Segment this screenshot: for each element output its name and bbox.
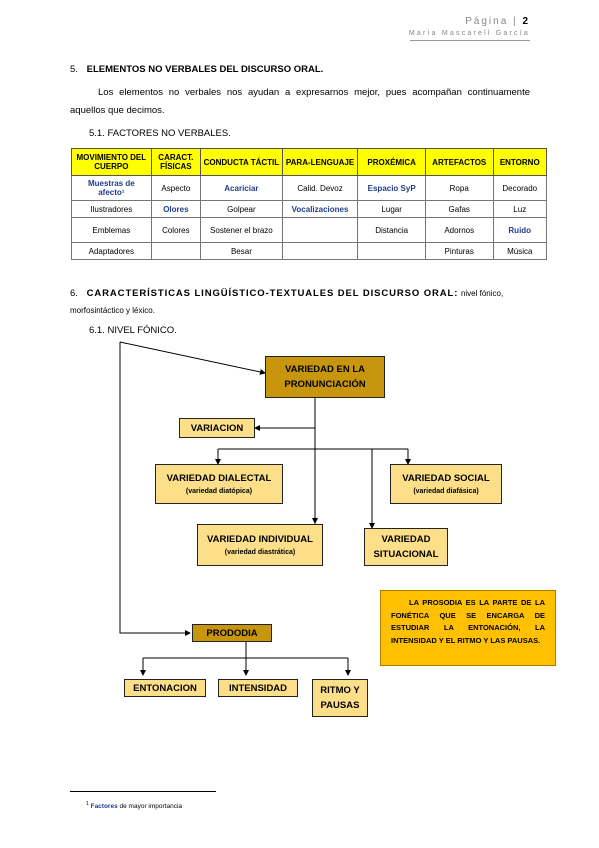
table-header: PARA-LENGUAJE <box>281 148 359 176</box>
table-cell: Música <box>492 242 547 260</box>
table-cell: Decorado <box>492 175 547 201</box>
footnote-text: de mayor importancia <box>119 803 183 811</box>
box-label: VARIEDAD INDIVIDUAL <box>207 533 313 545</box>
table-header: ARTEFACTOS <box>424 148 494 176</box>
table-header: MOVIMIENTO DEL CUERPO <box>71 148 152 176</box>
table-cell: Vocalizaciones <box>281 200 359 218</box>
page-header: Página | 2 <box>465 16 530 27</box>
subsection-5-1-title: FACTORES NO VERBALES. <box>107 128 231 139</box>
section-5-number: 5. <box>70 64 78 75</box>
subsection-6-1-title: NIVEL FÓNICO. <box>107 325 177 336</box>
section-6-number: 6. <box>70 288 78 299</box>
box-sublabel: (variedad diastrática) <box>224 548 296 556</box>
table-row: Adaptadores Besar Pinturas Música <box>71 242 547 260</box>
table-cell: Muestras de afecto¹ <box>71 175 152 201</box>
section-5-title: ELEMENTOS NO VERBALES DEL DISCURSO ORAL. <box>86 64 324 75</box>
nonverbal-factors-table: MOVIMIENTO DEL CUERPO CARACT. FÍSICAS CO… <box>71 148 547 260</box>
box-variedad-dialectal: VARIEDAD DIALECTAL (variedad diatópica) <box>155 464 283 504</box>
table-cell: Ruido <box>492 217 547 243</box>
box-variedad-situacional: VARIEDAD SITUACIONAL <box>364 528 448 566</box>
box-variedad-pronunciacion: VARIEDAD EN LA PRONUNCIACIÓN <box>265 356 385 398</box>
subsection-5-1-number: 5.1. <box>89 128 105 139</box>
table-row: Emblemas Colores Sostener el brazo Dista… <box>71 217 547 243</box>
box-variacion: VARIACION <box>179 418 255 438</box>
footnote-keyword: Factores <box>90 803 118 811</box>
box-label: VARIEDAD DIALECTAL <box>166 472 272 484</box>
section-6-heading: 6. CARACTERÍSTICAS LINGÜÍSTICO-TEXTUALES… <box>70 285 540 319</box>
table-cell: Pinturas <box>424 242 494 260</box>
header-divider <box>410 40 530 41</box>
prosodia-note: LA PROSODIA ES LA PARTE DE LA FONÉTICA Q… <box>380 590 556 666</box>
subsection-6-1-heading: 6.1. NIVEL FÓNICO. <box>89 325 177 336</box>
footnote-marker: 1 <box>86 801 89 807</box>
box-sublabel: (variedad diatópica) <box>185 487 253 495</box>
table-header: CARACT. FÍSICAS <box>150 148 202 176</box>
table-cell: Ropa <box>424 175 494 201</box>
connector-line <box>119 341 266 375</box>
box-sublabel: (variedad diafásica) <box>413 487 479 495</box>
page-number: 2 <box>522 16 530 27</box>
author-name: María Mascarell García <box>408 30 530 37</box>
table-cell: Aspecto <box>150 175 202 201</box>
table-cell: Acariciar <box>200 175 283 201</box>
section-6-title: CARACTERÍSTICAS LINGÜÍSTICO-TEXTUALES DE… <box>86 288 459 299</box>
connector-line <box>119 342 191 636</box>
table-cell: Besar <box>200 242 283 260</box>
table-cell: Colores <box>150 217 202 243</box>
box-entonacion: ENTONACION <box>124 679 206 697</box>
table-row: Ilustradores Olores Golpear Vocalizacion… <box>71 200 547 218</box>
footnote: 1 Factores de mayor importancia <box>86 801 182 810</box>
table-cell: Adornos <box>424 217 494 243</box>
page-label: Página <box>465 16 509 27</box>
footnote-divider <box>70 791 216 792</box>
box-label: VARIEDAD SOCIAL <box>402 472 490 484</box>
section-5-heading: 5. ELEMENTOS NO VERBALES DEL DISCURSO OR… <box>70 64 323 75</box>
subsection-6-1-number: 6.1. <box>89 325 105 336</box>
table-header: CONDUCTA TÁCTIL <box>200 148 283 176</box>
section-6-title-tail: nivel fónico, morfosintáctico y léxico. <box>70 289 504 315</box>
table-cell: Distancia <box>357 217 426 243</box>
subsection-5-1-heading: 5.1. FACTORES NO VERBALES. <box>89 128 231 139</box>
table-row: Muestras de afecto¹ Aspecto Acariciar Ca… <box>71 175 547 201</box>
box-variedad-individual: VARIEDAD INDIVIDUAL (variedad diastrátic… <box>197 524 323 566</box>
box-variedad-social: VARIEDAD SOCIAL (variedad diafásica) <box>390 464 502 504</box>
table-cell <box>150 242 202 260</box>
box-intensidad: INTENSIDAD <box>218 679 298 697</box>
section-5-paragraph: Los elementos no verbales nos ayudan a e… <box>70 87 530 116</box>
table-cell: Sostener el brazo <box>200 217 283 243</box>
table-header: ENTORNO <box>492 148 547 176</box>
box-ritmo-pausas: RITMO Y PAUSAS <box>312 679 368 717</box>
table-cell <box>281 242 359 260</box>
box-prododia: PRODODIA <box>192 624 272 642</box>
